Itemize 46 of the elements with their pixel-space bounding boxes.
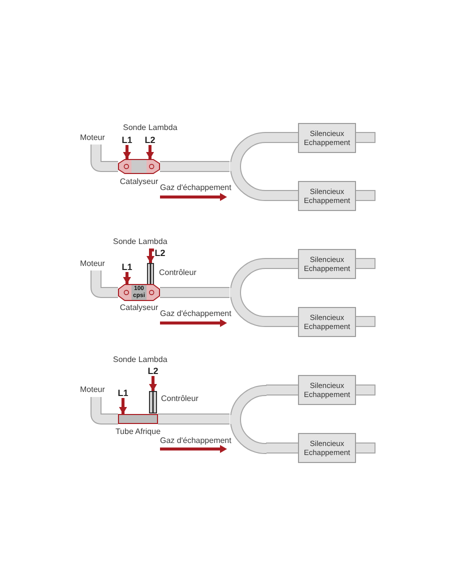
- sensor-heading: Sonde Lambda: [113, 237, 168, 246]
- exhaust-pipe: [160, 161, 230, 172]
- pipe-fork: [230, 258, 266, 327]
- part-caption: Catalyseur: [120, 177, 158, 186]
- part-caption: Tube Afrique: [115, 427, 161, 436]
- flow-label: Gaz d'échappement: [160, 183, 232, 192]
- part-caption: Catalyseur: [120, 303, 158, 312]
- exhaust-pipe: [158, 414, 230, 424]
- controller-cylinder: [147, 263, 154, 287]
- sensor-heading: Sonde Lambda: [113, 355, 168, 364]
- arrow: [123, 145, 131, 159]
- probe-label: L1: [121, 262, 133, 272]
- pipe-fork: [230, 384, 266, 454]
- probe-label: L2: [147, 366, 159, 376]
- part-caption: Contrôleur: [159, 268, 196, 277]
- catalytic-converter: [118, 284, 160, 301]
- exhaust-pipe: [266, 384, 298, 396]
- exhaust-pipe: [90, 144, 118, 172]
- arrow: [146, 145, 154, 159]
- probe-label: L2: [144, 135, 156, 145]
- probe-label: L2: [154, 248, 166, 258]
- exhaust-pipe: [266, 316, 298, 327]
- probe-label: L1: [121, 135, 133, 145]
- pipe-section: [118, 414, 158, 424]
- probe-label: L1: [117, 388, 129, 398]
- arrow: [149, 376, 157, 391]
- exhaust-pipe: [90, 270, 118, 298]
- arrow: [119, 398, 127, 414]
- engine-label: Moteur: [80, 385, 107, 394]
- flow-label: Gaz d'échappement: [160, 436, 232, 445]
- exhaust-pipe: [266, 258, 298, 269]
- exhaust-pipe: [266, 442, 298, 454]
- engine-label: Moteur: [80, 258, 107, 268]
- exhaust-pipe: [160, 287, 230, 298]
- exhaust-pipe: [90, 397, 118, 424]
- sensor-heading: Sonde Lambda: [123, 123, 178, 132]
- arrow: [146, 248, 154, 263]
- part-caption: Contrôleur: [161, 394, 198, 403]
- catalytic-converter: [118, 159, 160, 174]
- exhaust-pipe: [266, 132, 298, 143]
- arrow: [123, 272, 131, 284]
- controller-cylinder: [149, 391, 157, 414]
- pipe-fork: [230, 132, 266, 201]
- engine-label: Moteur: [80, 132, 107, 142]
- flow-label: Gaz d'échappement: [160, 309, 232, 318]
- exhaust-pipe: [266, 190, 298, 201]
